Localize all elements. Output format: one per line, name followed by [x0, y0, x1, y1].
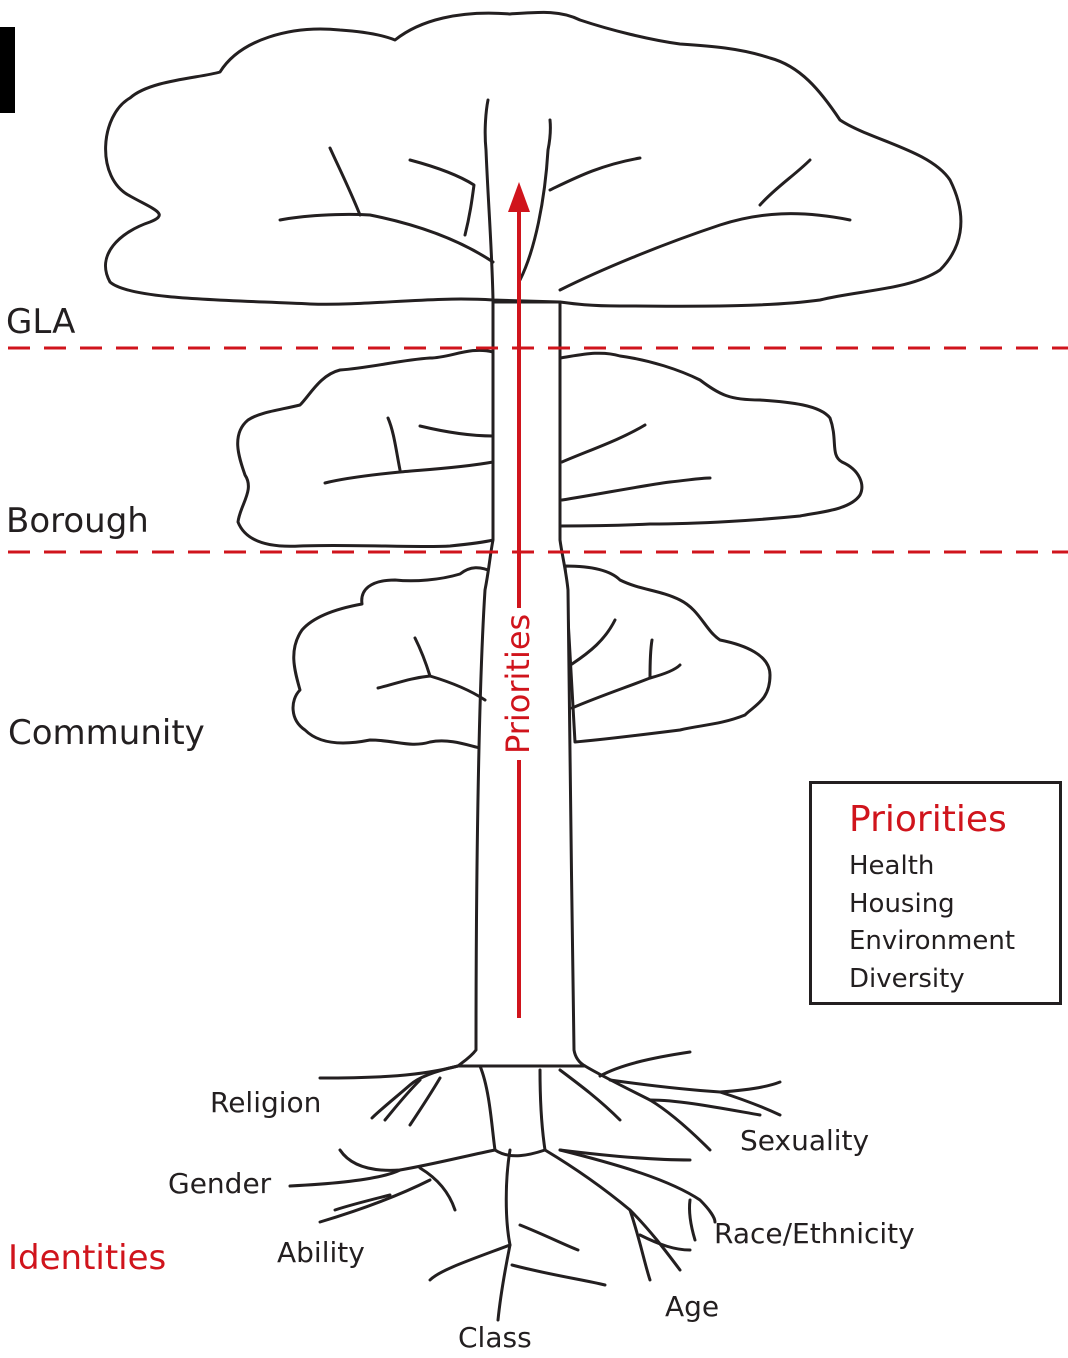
branch: [408, 158, 476, 237]
root: [418, 1166, 457, 1212]
root-label-religion: Religion: [210, 1086, 322, 1119]
branch: [386, 416, 402, 472]
root: [638, 1233, 692, 1252]
level-label-gla: GLA: [6, 302, 76, 342]
root-label-gender: Gender: [168, 1167, 272, 1200]
branch: [758, 158, 812, 207]
root: [288, 1168, 402, 1188]
identities-title: Identities: [8, 1238, 167, 1278]
root: [333, 1193, 392, 1212]
legend-item: Health: [849, 851, 935, 881]
branch: [518, 118, 552, 282]
root: [558, 1148, 692, 1162]
root-label-age: Age: [665, 1290, 720, 1323]
canopy-community-right: [563, 564, 772, 744]
level-label-community: Community: [8, 713, 205, 753]
panel-marker: [0, 27, 15, 113]
root: [538, 1068, 547, 1152]
root: [478, 1064, 497, 1152]
canopy-borough: [236, 348, 495, 549]
branch: [328, 146, 362, 217]
root: [338, 1148, 547, 1172]
root: [428, 1148, 512, 1282]
root: [608, 1078, 782, 1094]
branch: [560, 423, 647, 464]
root: [583, 1064, 712, 1152]
root: [318, 1178, 432, 1224]
legend-item: Diversity: [849, 963, 965, 994]
branch: [558, 212, 852, 292]
root: [688, 1198, 697, 1242]
root: [383, 1078, 422, 1122]
priorities-legend: Priorities Health Housing Environment Di…: [809, 781, 1062, 1005]
priorities-arrowhead: [508, 182, 530, 212]
branch: [323, 460, 495, 485]
root-label-race-ethnicity: Race/Ethnicity: [714, 1217, 915, 1250]
root: [598, 1050, 692, 1078]
root: [408, 1076, 442, 1127]
root: [628, 1208, 652, 1282]
root: [318, 1064, 460, 1080]
legend-item: Housing: [849, 888, 955, 919]
root-label-class: Class: [458, 1321, 532, 1354]
root-label-ability: Ability: [277, 1236, 365, 1269]
branch: [648, 638, 654, 680]
root: [648, 1098, 762, 1117]
root: [518, 1223, 580, 1252]
canopy-borough-right: [558, 351, 864, 528]
root: [496, 1243, 512, 1322]
root-label-sexuality: Sexuality: [740, 1124, 870, 1157]
level-label-borough: Borough: [6, 501, 149, 541]
legend-title: Priorities: [849, 799, 1007, 840]
branch: [413, 636, 432, 678]
root: [510, 1263, 607, 1287]
root: [558, 1148, 717, 1224]
canopy-community: [291, 566, 495, 750]
root: [543, 1148, 682, 1272]
branch: [418, 424, 495, 438]
branch: [570, 618, 617, 666]
branch: [548, 156, 642, 192]
priorities-arrow-label: Priorities: [499, 607, 537, 760]
root: [558, 1068, 622, 1122]
branch: [278, 212, 495, 264]
branch: [483, 98, 495, 302]
canopy-gla: [104, 10, 963, 308]
legend-item: Environment: [849, 926, 1016, 956]
legend-list: Health Housing Environment Diversity: [849, 848, 1015, 998]
branch: [560, 476, 712, 502]
root: [718, 1090, 782, 1117]
